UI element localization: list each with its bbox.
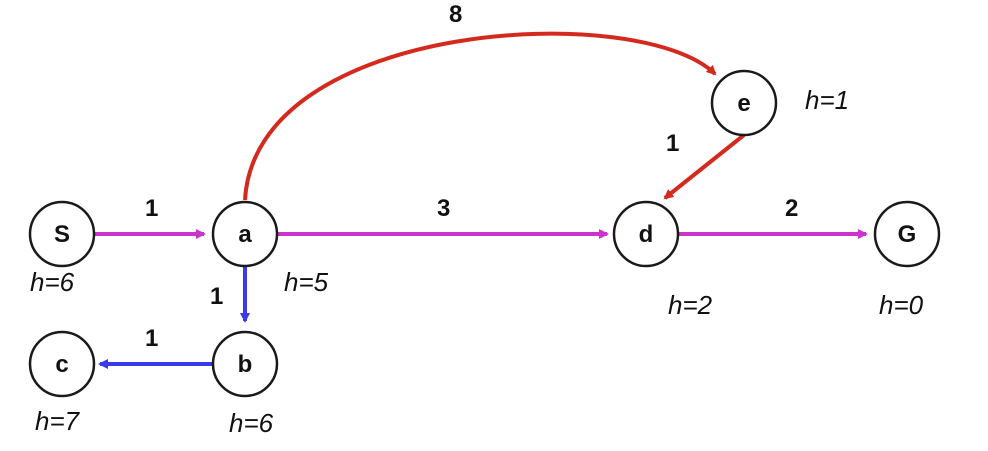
node-g: G [873,200,941,268]
node-a-label: a [238,221,252,248]
heuristic-g: h=0 [879,290,924,320]
edge-weight-a-e: 8 [449,1,462,28]
node-s-label: S [54,221,70,248]
node-e-label: e [737,90,750,117]
edge-e-d [663,133,746,200]
heuristic-e: h=1 [805,85,849,115]
node-c: c [28,330,96,398]
node-b-label: b [238,351,253,378]
heuristic-b: h=6 [229,408,274,438]
node-g-label: G [898,221,917,248]
node-d: d [612,200,680,268]
node-d-label: d [639,221,654,248]
node-a: a [211,200,279,268]
edge-weight-d-g: 2 [785,195,798,222]
node-b: b [211,330,279,398]
edge-a-e [243,31,717,201]
heuristic-s: h=6 [30,267,75,297]
edge-weight-b-c: 1 [145,325,158,352]
node-c-label: c [55,351,68,378]
edge-weight-s-a: 1 [145,195,158,222]
edge-weight-a-b: 1 [210,283,223,310]
heuristic-c: h=7 [35,406,81,436]
edge-weight-a-d: 3 [437,195,450,222]
node-s: S [28,200,96,268]
heuristic-d: h=2 [668,290,713,320]
edge-weight-e-d: 1 [666,130,679,157]
heuristic-a: h=5 [284,267,329,297]
node-e: e [710,69,778,137]
